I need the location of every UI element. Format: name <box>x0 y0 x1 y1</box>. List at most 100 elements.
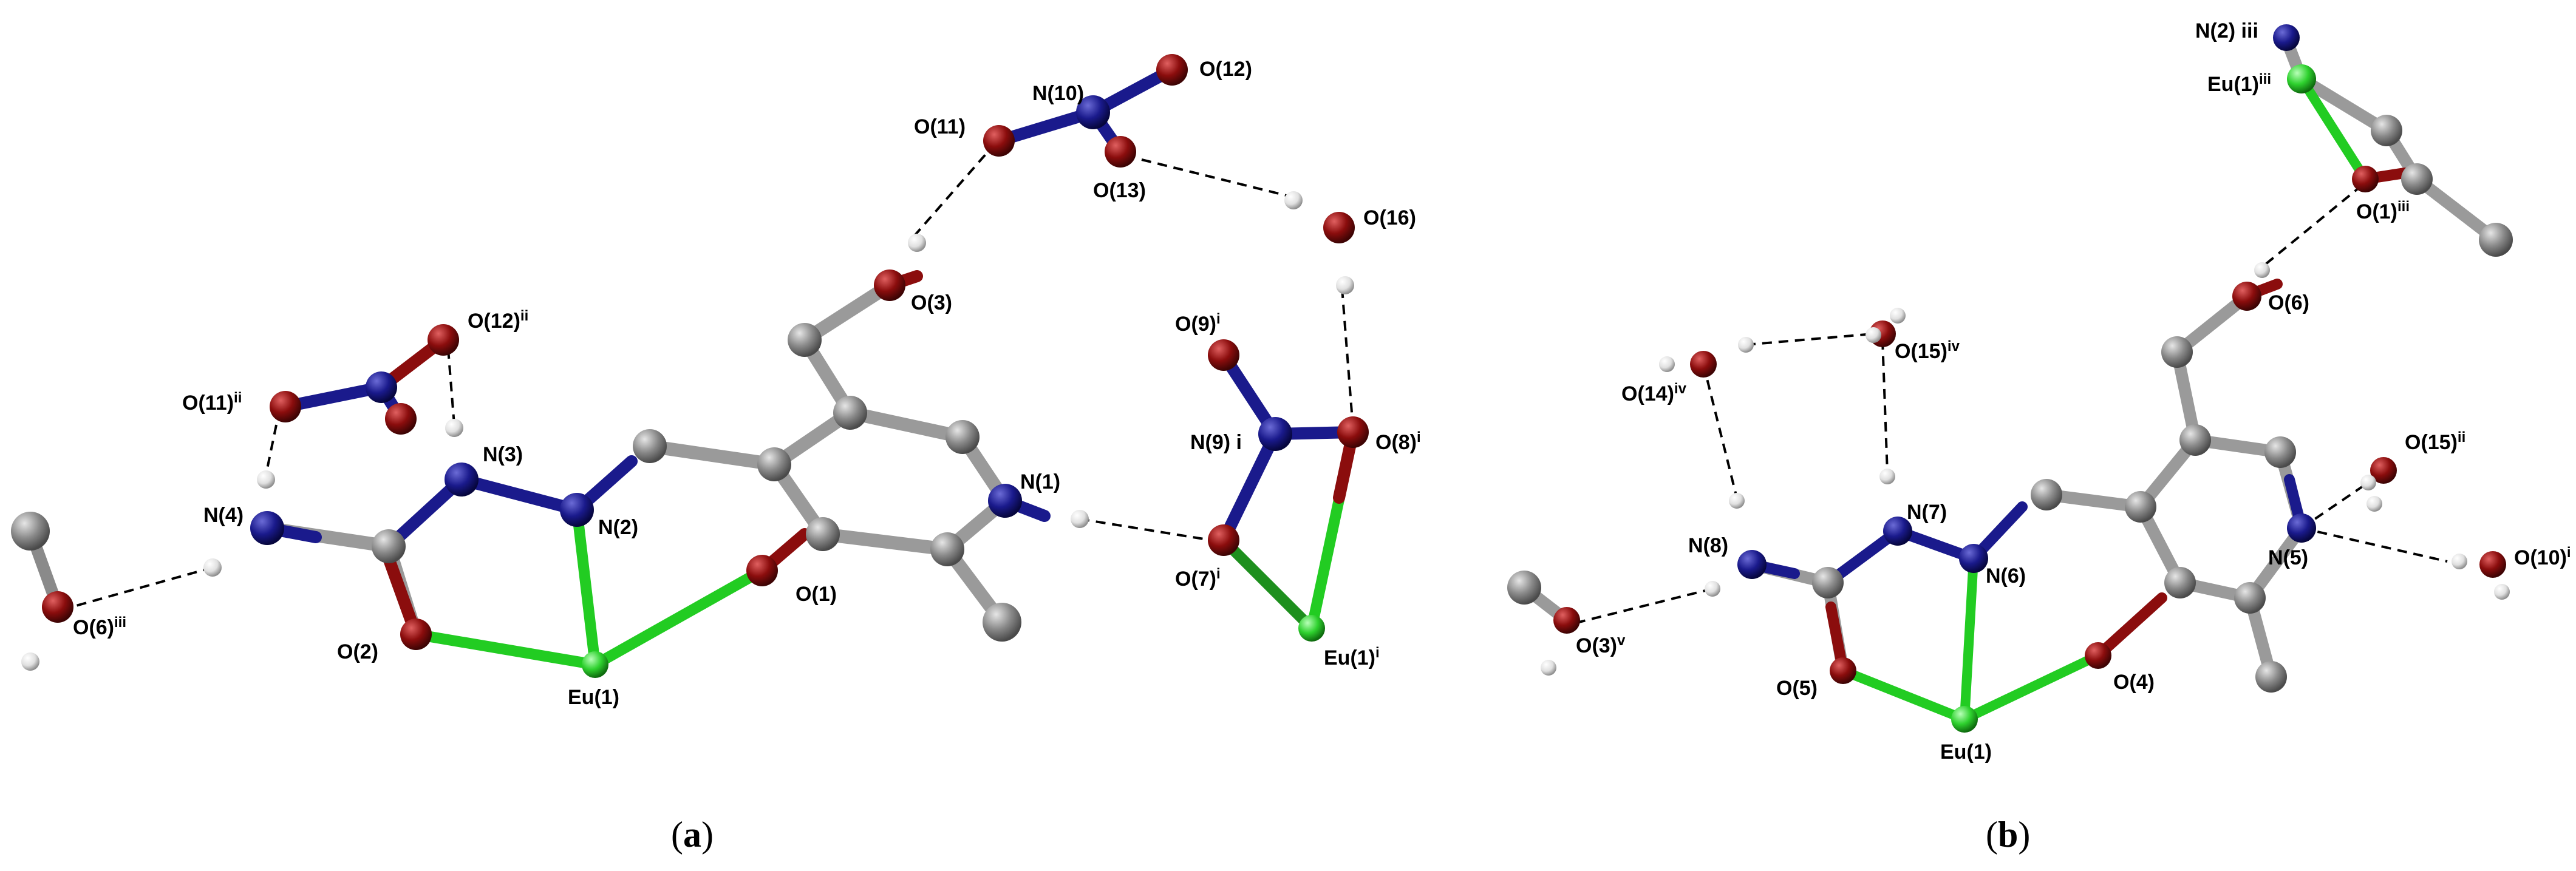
atom-n-nitrate-ii <box>366 371 397 403</box>
atom-eu1 <box>1951 706 1978 733</box>
coord-bonds-b <box>1838 74 2370 724</box>
atom-o3v <box>1553 607 1580 634</box>
atom-o11 <box>983 125 1015 157</box>
atom-o2 <box>400 619 432 650</box>
atom-o11ii <box>270 391 301 422</box>
atom-eu1 <box>582 651 608 678</box>
atom-h <box>2254 262 2270 278</box>
hbond-n4h-o6iii <box>60 566 213 611</box>
label-n3: N(3) <box>483 443 523 466</box>
label-o12ii: O(12)ii <box>468 308 528 333</box>
atom-c <box>2255 661 2287 693</box>
atom-eu1iii <box>2287 64 2316 93</box>
label-o14iv: O(14)iv <box>1621 381 1687 405</box>
label-o1iii: O(1)iii <box>2356 198 2410 223</box>
atom-h <box>445 419 463 437</box>
labels-a: O(11)ii O(12)ii N(4) N(3) N(2) O(2) Eu(1… <box>73 58 1421 709</box>
coord-bond <box>1960 554 1978 724</box>
bond <box>843 406 969 444</box>
hydrogen-bonds-a <box>60 141 1354 611</box>
atom-n9i <box>1258 417 1292 451</box>
bond <box>1218 428 1281 546</box>
coord-bond <box>2297 74 2370 184</box>
label-n8: N(8) <box>1688 534 1728 557</box>
atom-n4 <box>250 511 284 545</box>
atom-n1 <box>988 484 1022 518</box>
atom-c <box>757 447 791 481</box>
caption-b: (b) <box>1986 815 2030 855</box>
atom-c <box>2031 479 2062 510</box>
atoms-a <box>11 54 1369 678</box>
caption-a: (a) <box>671 815 714 855</box>
atom-n5 <box>2287 513 2316 543</box>
label-n6: N(6) <box>1986 564 2026 588</box>
label-o11: O(11) <box>914 115 966 138</box>
atom-n2 <box>560 493 594 527</box>
bond <box>816 527 954 556</box>
label-n2iii: N(2) iii <box>2195 19 2258 42</box>
hbond-n1h-o7i <box>1079 518 1212 541</box>
atom-o5 <box>1830 657 1856 684</box>
panel-a: O(11)ii O(12)ii N(4) N(3) N(2) O(2) Eu(1… <box>11 54 1421 855</box>
labels-b: N(2) iii Eu(1)iii O(1)iii O(6) O(14)iv O… <box>1576 19 2571 764</box>
label-o3v: O(3)v <box>1576 632 1626 657</box>
atom-c <box>2371 115 2402 146</box>
coord-bonds-a <box>411 429 1358 670</box>
label-n10: N(10) <box>1032 82 1084 105</box>
atom-c <box>2264 436 2296 468</box>
atom-n2iii <box>2273 24 2300 51</box>
atom-h <box>1866 327 1881 343</box>
atom-eu1i <box>1298 615 1325 642</box>
hetero-bonds-a <box>24 64 1359 640</box>
atom-c <box>946 420 980 454</box>
atom-o1 <box>746 555 778 586</box>
hbond-o16h-o8i <box>1341 288 1354 429</box>
hbond-n8h-o3v <box>1578 588 1713 623</box>
hbond-n5-o15iih <box>2300 481 2370 529</box>
atom-o4 <box>2085 642 2111 669</box>
atom-c <box>2164 567 2196 598</box>
coord-bond <box>1218 535 1317 634</box>
atom-h <box>1879 469 1895 484</box>
atom-c <box>2479 223 2513 257</box>
atom-h <box>2452 554 2467 569</box>
coord-bond <box>411 629 601 670</box>
label-o15ii: O(15)ii <box>2405 429 2465 454</box>
bond <box>643 439 781 471</box>
label-o4: O(4) <box>2113 671 2155 694</box>
atom-h <box>2494 584 2510 600</box>
atom-c <box>930 532 964 566</box>
label-n1: N(1) <box>1020 470 1060 493</box>
bond <box>2295 73 2393 137</box>
label-eu1: Eu(1) <box>568 686 619 709</box>
atom-h <box>1284 191 1303 209</box>
hbond-o14iv-n8h <box>1702 364 1738 498</box>
atom-c <box>372 529 406 563</box>
atom-o7i <box>1208 524 1239 556</box>
label-o7i: O(7)i <box>1175 566 1221 591</box>
atom-c <box>806 517 840 551</box>
atom-h <box>1541 660 1556 676</box>
atom-o12ii <box>428 324 459 356</box>
coord-bond <box>1960 651 2103 724</box>
hbond-o12ii-n3h <box>447 348 455 425</box>
atoms-b <box>1507 24 2513 733</box>
label-o6: O(6) <box>2268 291 2309 314</box>
atom-h <box>1336 276 1354 294</box>
atom-o9i <box>1208 339 1239 371</box>
atom-n3 <box>445 463 479 497</box>
bond <box>279 381 387 413</box>
atom-h <box>2360 475 2376 490</box>
atom-o6iii <box>42 591 73 623</box>
panel-b: N(2) iii Eu(1)iii O(1)iii O(6) O(14)iv O… <box>1507 19 2571 855</box>
label-o1: O(1) <box>796 583 837 606</box>
hbond-o11ii-n4h <box>265 424 278 475</box>
atom-o14iv <box>1690 351 1717 378</box>
label-eu1iii: Eu(1)iii <box>2207 71 2271 96</box>
label-o11ii: O(11)ii <box>182 390 242 415</box>
atom-c <box>788 323 822 357</box>
atom-n6 <box>1959 544 1988 573</box>
atom-h <box>1071 510 1089 528</box>
hbond-o11-o3h <box>910 141 997 241</box>
label-o5: O(5) <box>1776 677 1818 700</box>
